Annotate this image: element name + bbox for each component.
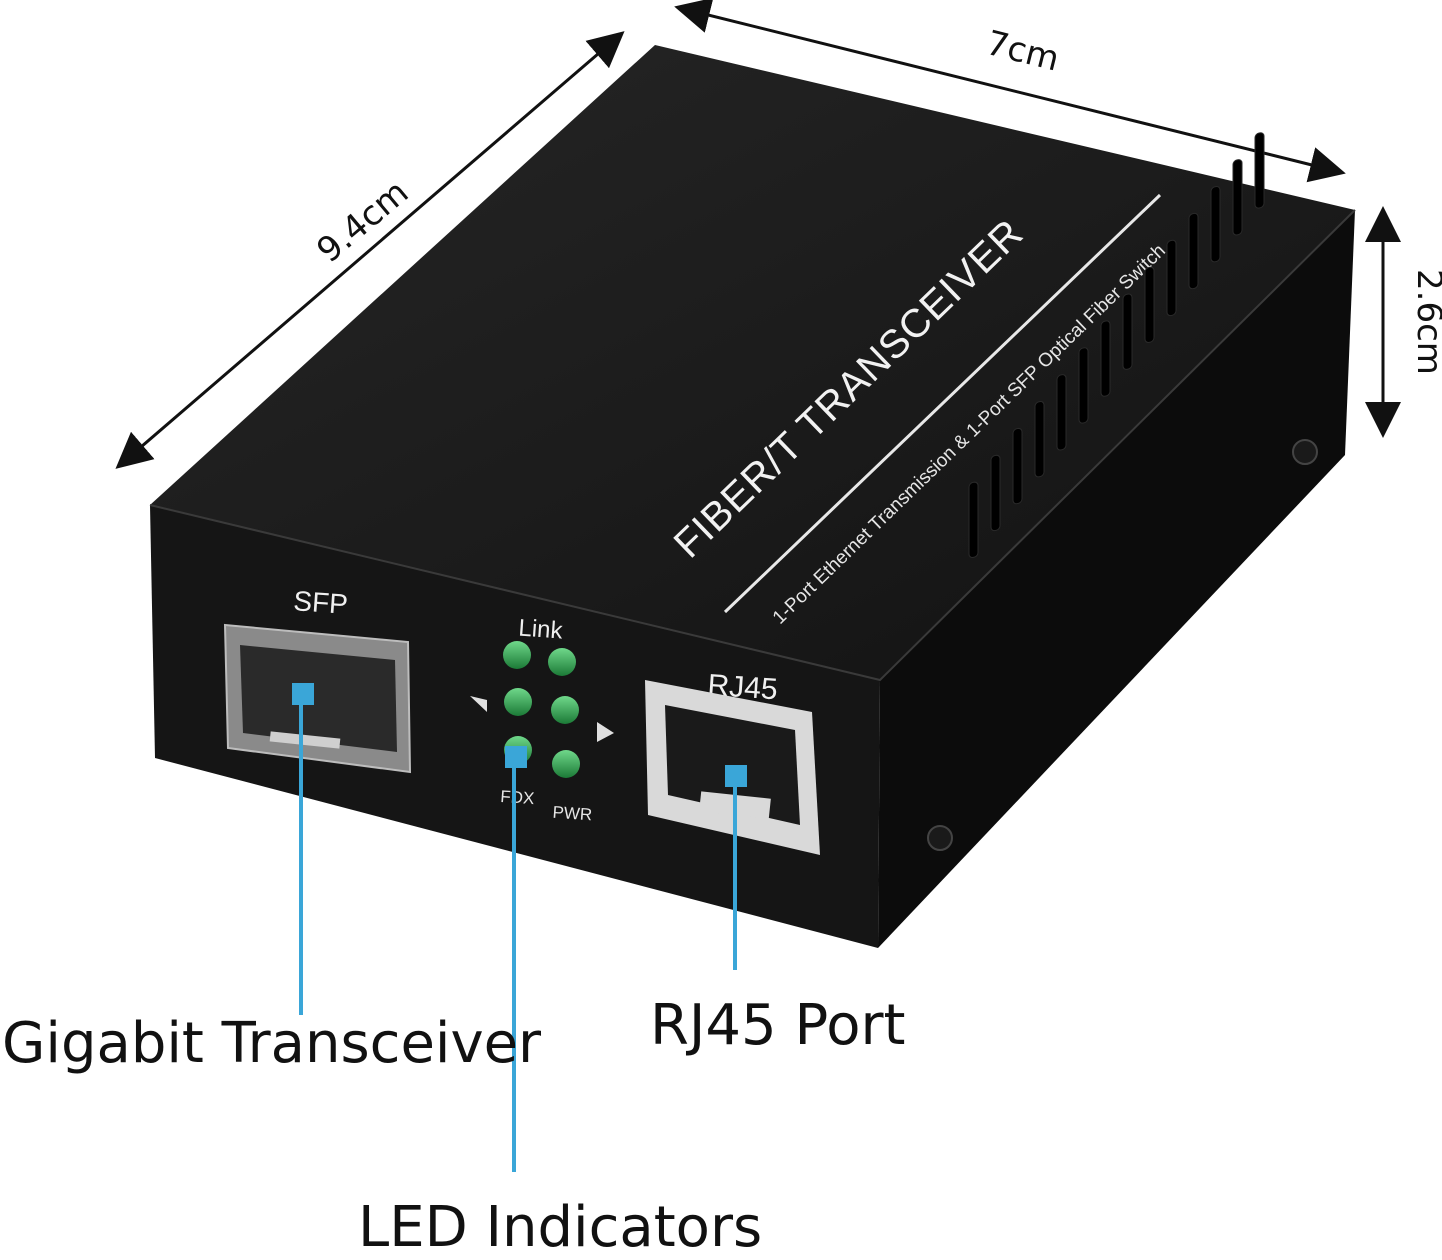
device-top-face xyxy=(150,45,1355,680)
led-link-label: Link xyxy=(518,615,565,645)
led-fdx-label: FDX xyxy=(500,787,535,808)
device-front-face xyxy=(150,505,880,948)
callout-marker xyxy=(292,683,314,705)
arrow-right-icon xyxy=(597,722,614,742)
dimension-width-label: 7cm xyxy=(982,23,1063,80)
led-pwr-label: PWR xyxy=(552,803,593,825)
transceiver-device: FIBER/T TRANSCEIVER 1-Port Ethernet Tran… xyxy=(149,45,1356,948)
side-vents xyxy=(968,132,1265,559)
callout-marker xyxy=(505,746,527,768)
led xyxy=(503,641,531,669)
led xyxy=(552,750,580,778)
callout-led-indicators: LED Indicators xyxy=(358,1195,763,1260)
screw xyxy=(927,825,953,851)
arrow-left-icon xyxy=(470,696,487,712)
callout-rj45-port: RJ45 Port xyxy=(650,993,906,1058)
dimension-height-label: 2.6cm xyxy=(1409,269,1442,375)
screw xyxy=(1292,439,1318,465)
callout-lines xyxy=(292,683,747,1172)
sfp-label: SFP xyxy=(292,585,348,620)
callout-gigabit-transceiver: Gigabit Transceiver xyxy=(2,1011,542,1076)
led xyxy=(548,648,576,676)
led xyxy=(551,696,579,724)
dimension-height: 2.6cm xyxy=(1365,206,1442,438)
led-panel: Link FDX PWR xyxy=(470,615,614,825)
led xyxy=(504,688,532,716)
callout-marker xyxy=(725,765,747,787)
device-side-face xyxy=(878,210,1355,948)
sfp-port: SFP xyxy=(223,585,412,774)
